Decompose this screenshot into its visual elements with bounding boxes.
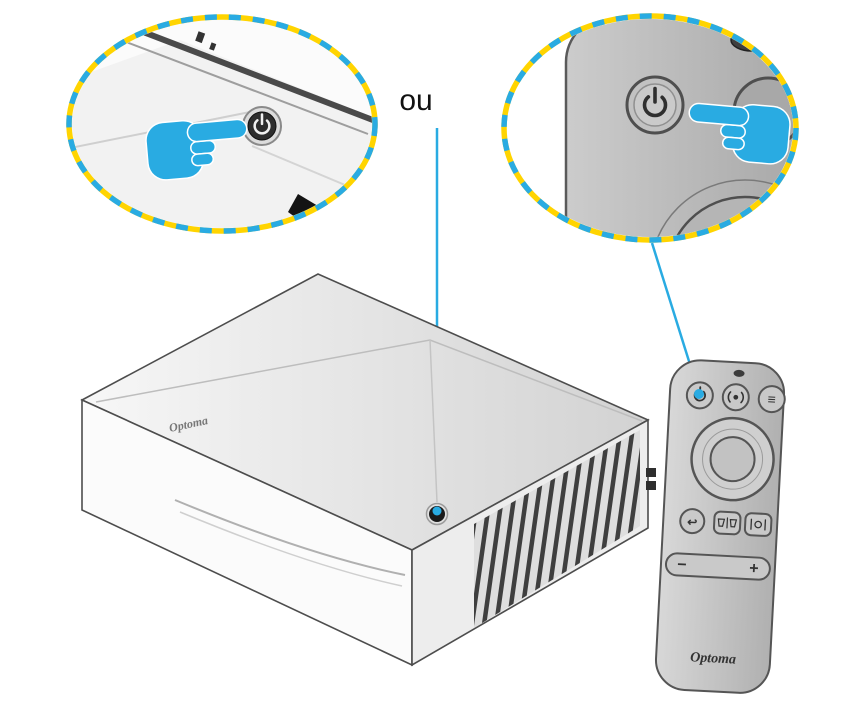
dpad-ok-button	[709, 436, 756, 483]
io-port	[646, 481, 656, 490]
callout-right-ring-cyan	[501, 13, 799, 243]
remote-keystone-button	[712, 510, 742, 536]
zoom-remote-power-button	[625, 75, 685, 135]
remote-volume-rocker: − +	[664, 552, 771, 581]
keystone-icon	[717, 517, 738, 529]
remote-menu-button: ≡	[757, 385, 786, 414]
vent-grille	[474, 430, 640, 628]
detail-mark	[195, 31, 217, 51]
callout-remote-power	[501, 13, 799, 243]
or-label: ou	[399, 84, 432, 117]
remote-focus-button	[743, 512, 773, 537]
back-icon: ↩	[687, 515, 698, 530]
dpad-mid-ring	[702, 428, 764, 490]
zoom-power-face	[247, 111, 277, 141]
io-ports	[646, 468, 656, 490]
zoom-remote-power-inner	[633, 83, 677, 127]
focus-icon	[750, 518, 767, 531]
connector-dot-remote	[694, 389, 704, 399]
led-indicator	[733, 369, 745, 377]
remote-back-button: ↩	[679, 508, 706, 535]
zoom-panel-edge-light	[99, 31, 369, 135]
callout-projector-power	[66, 14, 378, 234]
remote-focus-button-face	[743, 512, 773, 537]
connector-dot-projector	[432, 506, 442, 516]
zoom-dpad-arc-outer	[649, 179, 793, 237]
callout-left-ring-cyan	[66, 14, 378, 234]
volume-plus-icon: +	[749, 560, 759, 577]
remote-menu-button-face	[757, 385, 786, 414]
remote-illustration: ≡ ↩	[654, 359, 786, 694]
zoom-panel-edge-dark	[110, 20, 372, 125]
volume-rocker-body	[664, 552, 771, 581]
front-recess-line-2	[179, 511, 403, 587]
menu-icon: ≡	[767, 391, 776, 407]
remote-back-button-face	[679, 508, 706, 535]
optoma-logo-remote: Optoma	[690, 650, 737, 667]
remote-dpad	[690, 416, 775, 502]
io-port	[646, 468, 656, 477]
zoom-projector-power-button	[242, 106, 282, 146]
callout-right-content	[507, 19, 793, 237]
front-recess-line	[174, 499, 406, 576]
top-face-crease-front	[429, 339, 438, 503]
zoom-dpad-arc-inner	[665, 195, 793, 237]
power-button-ring	[425, 502, 449, 526]
volume-minus-icon: −	[677, 556, 687, 573]
callout-left-content	[72, 20, 372, 228]
remote-source-button	[721, 383, 750, 412]
zoom-projector-upper-panel	[72, 20, 372, 118]
projector-illustration: Optoma	[80, 273, 656, 667]
